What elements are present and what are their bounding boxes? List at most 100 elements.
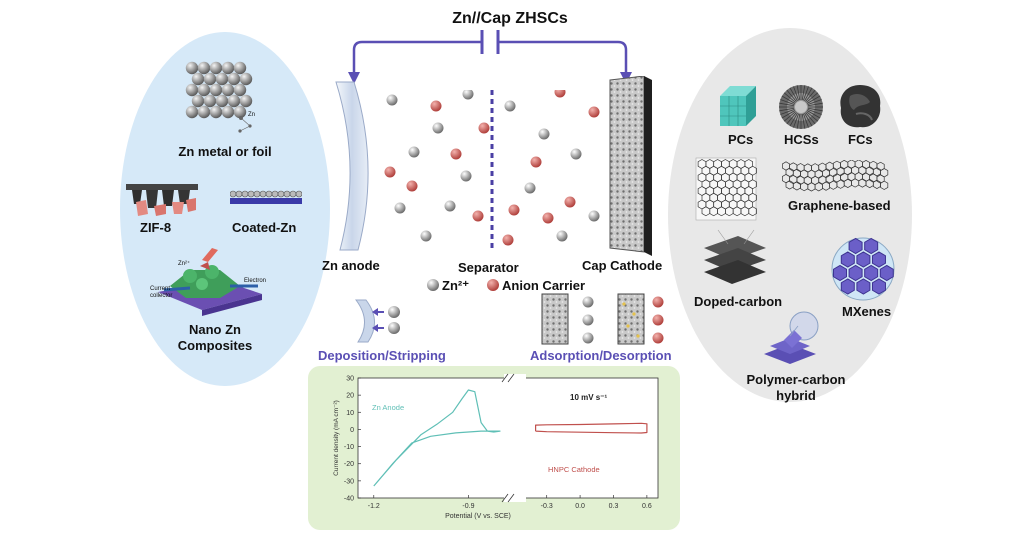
graphene-hex <box>858 178 867 188</box>
doped-carbon-label: Doped-carbon <box>694 294 783 309</box>
zn-atom-sphere <box>203 94 217 108</box>
hcss-label: HCSs <box>784 132 819 147</box>
hcs-ray <box>780 99 795 105</box>
coating-particle <box>241 190 249 198</box>
anion-carrier <box>530 156 542 168</box>
zn-ion <box>432 122 444 134</box>
axis-break-gap <box>504 374 526 382</box>
y-tick-label: 30 <box>346 376 354 383</box>
polymer-line2: hybrid <box>776 388 816 403</box>
mxene-hex <box>871 278 886 295</box>
hcs-ray <box>796 85 801 101</box>
mxene-hex <box>864 237 879 255</box>
hcss-icon <box>779 85 823 129</box>
y-tick-label: -40 <box>344 496 354 503</box>
graphene-hex <box>792 181 801 191</box>
hcs-ray <box>793 113 799 128</box>
hcs-ray <box>779 102 795 107</box>
x-axis-label: Potential (V vs. SCE) <box>445 513 511 520</box>
hcs-ray <box>783 111 796 122</box>
anion-carrier <box>430 100 442 112</box>
zn-atom-sphere <box>221 105 235 119</box>
zn-atom-sphere <box>191 72 205 86</box>
anion-carrier <box>508 204 520 216</box>
hcs-ray <box>803 113 809 128</box>
y-tick-label: -10 <box>344 444 354 451</box>
anion-carrier <box>406 180 418 192</box>
zn-ion <box>394 202 406 214</box>
hcs-ray <box>806 111 819 122</box>
axis-break-gap <box>504 494 526 502</box>
zn-ion <box>444 200 456 212</box>
mxene-hex <box>856 278 871 295</box>
zn-ion <box>420 230 432 242</box>
scan-rate-annotation: 10 mV s⁻¹ <box>570 393 607 402</box>
nano-zn-line2: Composites <box>177 338 253 353</box>
coating-particle <box>247 190 255 198</box>
zn-anode-plate <box>335 81 369 251</box>
deposition-label: Deposition/Stripping <box>318 348 446 363</box>
y-axis-label: Current density (mA cm⁻²) <box>333 400 340 476</box>
coated-zn-icon <box>230 190 302 204</box>
x-tick-label: 0.0 <box>575 503 585 510</box>
fcs-icon <box>840 85 881 128</box>
hcs-ray <box>807 107 823 112</box>
cv-plot-area <box>357 377 659 499</box>
zn-ion <box>408 146 420 158</box>
hcs-ray <box>806 110 821 119</box>
graphene-hex <box>865 178 874 189</box>
hcs-ray <box>781 110 796 119</box>
hcs-ray <box>779 107 795 112</box>
nano-zn-line1: Nano Zn <box>189 322 241 337</box>
anion-carrier <box>502 234 514 246</box>
mxene-hex <box>833 264 847 282</box>
current-collector-line2: collector <box>150 293 173 299</box>
zn-atom-sphere <box>185 105 199 119</box>
zn-atom-sphere <box>227 72 241 86</box>
hcs-ray <box>806 92 819 103</box>
zn-atom-sphere <box>239 72 253 86</box>
coating-particle <box>277 190 285 198</box>
polymer-carbon-icon <box>764 311 819 364</box>
graphene-hex <box>872 179 881 189</box>
hcs-ray <box>781 95 796 104</box>
x-tick-label: -0.9 <box>462 503 474 510</box>
graphene-hex <box>800 181 809 192</box>
hcs-ray <box>786 89 797 102</box>
coating-particle <box>259 190 267 198</box>
hcs-ray <box>801 85 806 101</box>
zn-ion <box>460 170 472 182</box>
hcs-ray <box>803 86 809 101</box>
doped-carbon-stack-icon <box>704 229 766 284</box>
axis-break-mark <box>507 493 515 503</box>
graphene-hex <box>851 178 860 188</box>
electrolyte-ions <box>384 90 600 250</box>
zn-ion <box>386 94 398 106</box>
axis-break-mark <box>507 373 515 383</box>
coating-particle <box>265 190 273 198</box>
y-tick-label: 10 <box>346 410 354 417</box>
external-circuit <box>348 30 632 84</box>
anion-carrier <box>588 106 600 118</box>
hcs-ray <box>801 113 806 129</box>
nano-zn-label: Nano Zn Composites <box>150 322 280 354</box>
hcs-ray <box>805 112 816 125</box>
graphene-hex <box>843 178 852 188</box>
hcs-ray <box>807 99 822 105</box>
zn2-small-label: Zn²⁺ <box>178 261 191 267</box>
mxene-hex <box>840 251 855 268</box>
zn-atom-sphere <box>221 61 235 75</box>
zn-ion <box>588 210 600 222</box>
graphene-hex <box>814 182 823 192</box>
hcs-ray <box>783 92 796 103</box>
x-tick-label: -0.3 <box>541 503 553 510</box>
anion-carrier <box>564 196 576 208</box>
zif8-icon <box>126 184 198 216</box>
coating-particle <box>289 190 297 198</box>
x-tick-label: 0.3 <box>609 503 619 510</box>
zn-atom-diagram-icon <box>236 114 258 134</box>
fcs-label: FCs <box>848 132 873 147</box>
coated-zn-label: Coated-Zn <box>232 220 297 235</box>
zn-ion <box>538 128 550 140</box>
anion-carrier <box>478 122 490 134</box>
